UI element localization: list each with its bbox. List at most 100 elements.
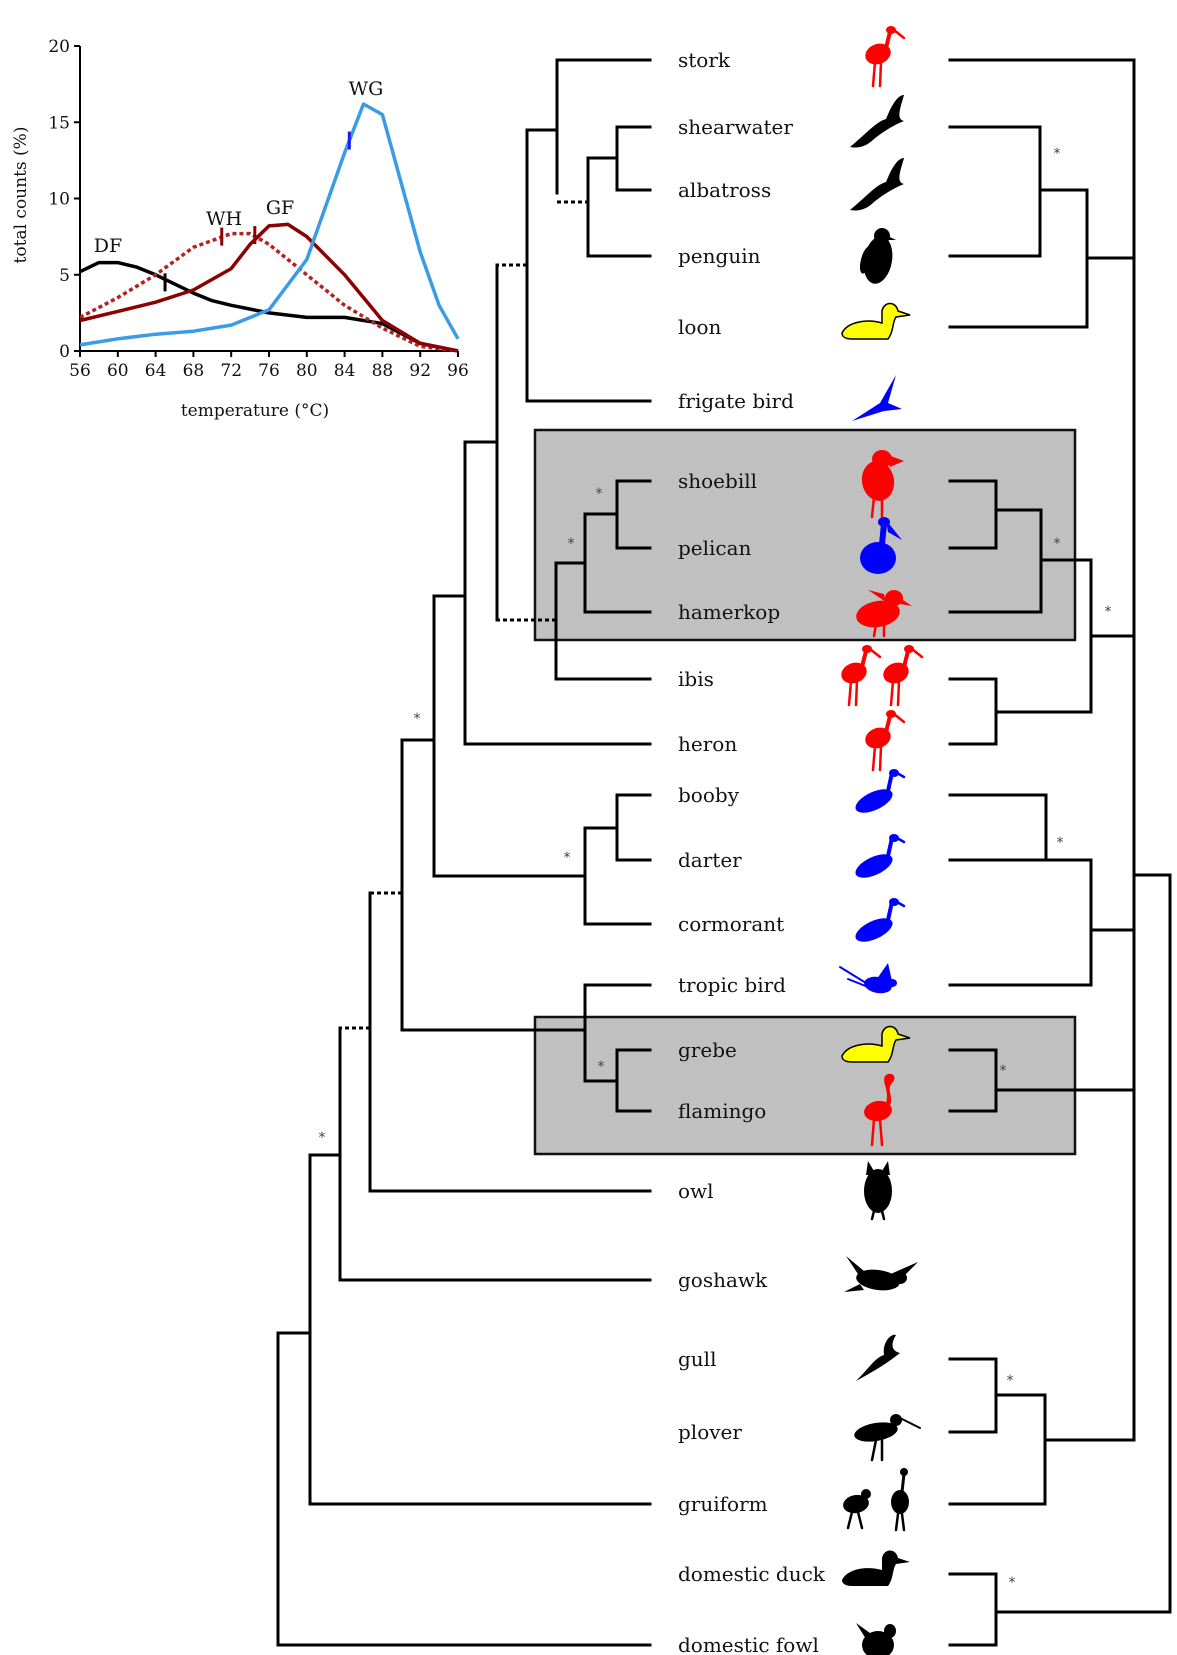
- taxon-label: flamingo: [678, 1099, 766, 1123]
- branch-r-grebe-flamingo: [948, 1048, 998, 1113]
- y-axis-title: total counts (%): [11, 127, 31, 264]
- pelican-icon: [860, 517, 902, 574]
- taxon-label: ibis: [678, 667, 714, 691]
- x-tick-label: 68: [183, 361, 205, 381]
- y-tick-label: 15: [48, 113, 70, 133]
- support-marker-7: *: [1057, 835, 1064, 851]
- taxon-label: stork: [678, 48, 731, 72]
- branch-owl: [368, 891, 652, 1193]
- taxon-label: shoebill: [678, 469, 757, 493]
- x-tick-label: 60: [107, 361, 129, 381]
- branch-r-stork: [948, 58, 1136, 862]
- darter-icon: [855, 834, 906, 878]
- shoebill-icon: [861, 450, 904, 519]
- x-tick-label: 88: [372, 361, 394, 381]
- branch-r-ibis-heron: [948, 677, 998, 746]
- flamingo-icon: [864, 1073, 895, 1147]
- taxon-label: owl: [678, 1179, 714, 1203]
- owl-icon: [864, 1161, 892, 1221]
- branch-pelecaniform-join: [432, 594, 587, 878]
- highlight-box-grebe-flamingo: [533, 1015, 1077, 1156]
- x-tick-label: 96: [447, 361, 469, 381]
- support-marker-1: *: [596, 486, 603, 502]
- branch-stork: [555, 58, 652, 195]
- branch-shearwater-albatross: [615, 125, 652, 192]
- support-marker-4: *: [1105, 604, 1112, 620]
- gruiform-icon: [843, 1468, 909, 1532]
- support-marker-6: *: [564, 850, 571, 866]
- highlight-box-shoebill-clade: [533, 428, 1077, 642]
- branch-r-gruiform: [948, 1393, 1047, 1506]
- left-cladogram: [276, 58, 652, 1647]
- taxon-label: gruiform: [678, 1492, 768, 1516]
- series-WG-line: [79, 102, 460, 347]
- branch-tropic: [583, 983, 652, 1083]
- branch-goshawk: [338, 1026, 652, 1282]
- tropic-bird-icon: [839, 963, 897, 994]
- frigate-bird-icon: [852, 375, 902, 421]
- taxon-label: domestic duck: [678, 1562, 826, 1586]
- series-WH-line: [79, 231, 459, 353]
- branch-r-booby-darter: [948, 793, 1048, 862]
- support-marker-9: *: [1000, 1063, 1007, 1079]
- taxon-label: goshawk: [678, 1268, 768, 1292]
- branch-waterbird-join: [400, 738, 587, 1032]
- loon-icon: [841, 302, 911, 340]
- taxon-label: pelican: [678, 536, 752, 560]
- branch-r-outer: [1132, 873, 1172, 1614]
- support-marker-10: *: [319, 1130, 326, 1146]
- curve-label-WH: WH: [206, 208, 242, 230]
- cormorant-icon: [855, 898, 906, 942]
- branch-booby-darter: [615, 793, 652, 862]
- x-axis-title: temperature (°C): [181, 401, 329, 421]
- branch-r-tropic: [948, 858, 1093, 987]
- taxon-label: albatross: [678, 178, 771, 202]
- x-tick-label: 80: [296, 361, 318, 381]
- branch-gruiform: [308, 1153, 652, 1506]
- branch-heron: [463, 440, 652, 746]
- goshawk-icon: [844, 1256, 918, 1292]
- branch-r-shoebill-pelican: [948, 479, 998, 550]
- domestic-fowl-icon: [856, 1623, 896, 1655]
- support-marker-12: *: [1009, 1575, 1016, 1591]
- stork-icon: [865, 26, 906, 88]
- branch-procellariiform-penguin: [586, 156, 652, 258]
- taxon-label: hamerkop: [678, 600, 780, 624]
- gull-icon: [856, 1334, 900, 1381]
- y-tick-label: 10: [48, 190, 70, 210]
- heron-icon: [865, 710, 906, 772]
- booby-icon: [855, 769, 906, 813]
- taxon-label: frigate bird: [678, 389, 794, 413]
- support-marker-8: *: [598, 1059, 605, 1075]
- taxon-label: gull: [678, 1347, 716, 1371]
- support-marker-3: *: [1054, 536, 1061, 552]
- albatross-icon: [850, 158, 904, 211]
- plover-icon: [854, 1414, 921, 1462]
- taxon-label: shearwater: [678, 115, 793, 139]
- penguin-icon: [859, 228, 896, 284]
- support-markers: *************: [319, 146, 1112, 1591]
- branch-r-loon: [948, 188, 1089, 329]
- taxon-label: booby: [678, 783, 740, 807]
- taxa-layer: storkshearwateralbatrosspenguinloonfriga…: [678, 26, 924, 1655]
- curve-label-DF: DF: [94, 235, 122, 257]
- ibis-icon: [841, 645, 924, 707]
- taxon-label: heron: [678, 732, 737, 756]
- series-DF-line: [79, 260, 459, 353]
- taxon-label: darter: [678, 848, 742, 872]
- taxon-label: cormorant: [678, 912, 784, 936]
- y-tick-label: 20: [48, 37, 70, 57]
- series-GF-line: [79, 222, 459, 353]
- y-tick-label: 5: [59, 266, 70, 286]
- curve-label-WG: WG: [349, 78, 384, 100]
- chart-series: [79, 102, 460, 353]
- right-cladogram: [948, 58, 1172, 1647]
- x-tick-label: 64: [145, 361, 167, 381]
- support-marker-0: *: [1054, 146, 1061, 162]
- domestic-duck-icon: [842, 1550, 910, 1586]
- taxon-label: grebe: [678, 1038, 737, 1062]
